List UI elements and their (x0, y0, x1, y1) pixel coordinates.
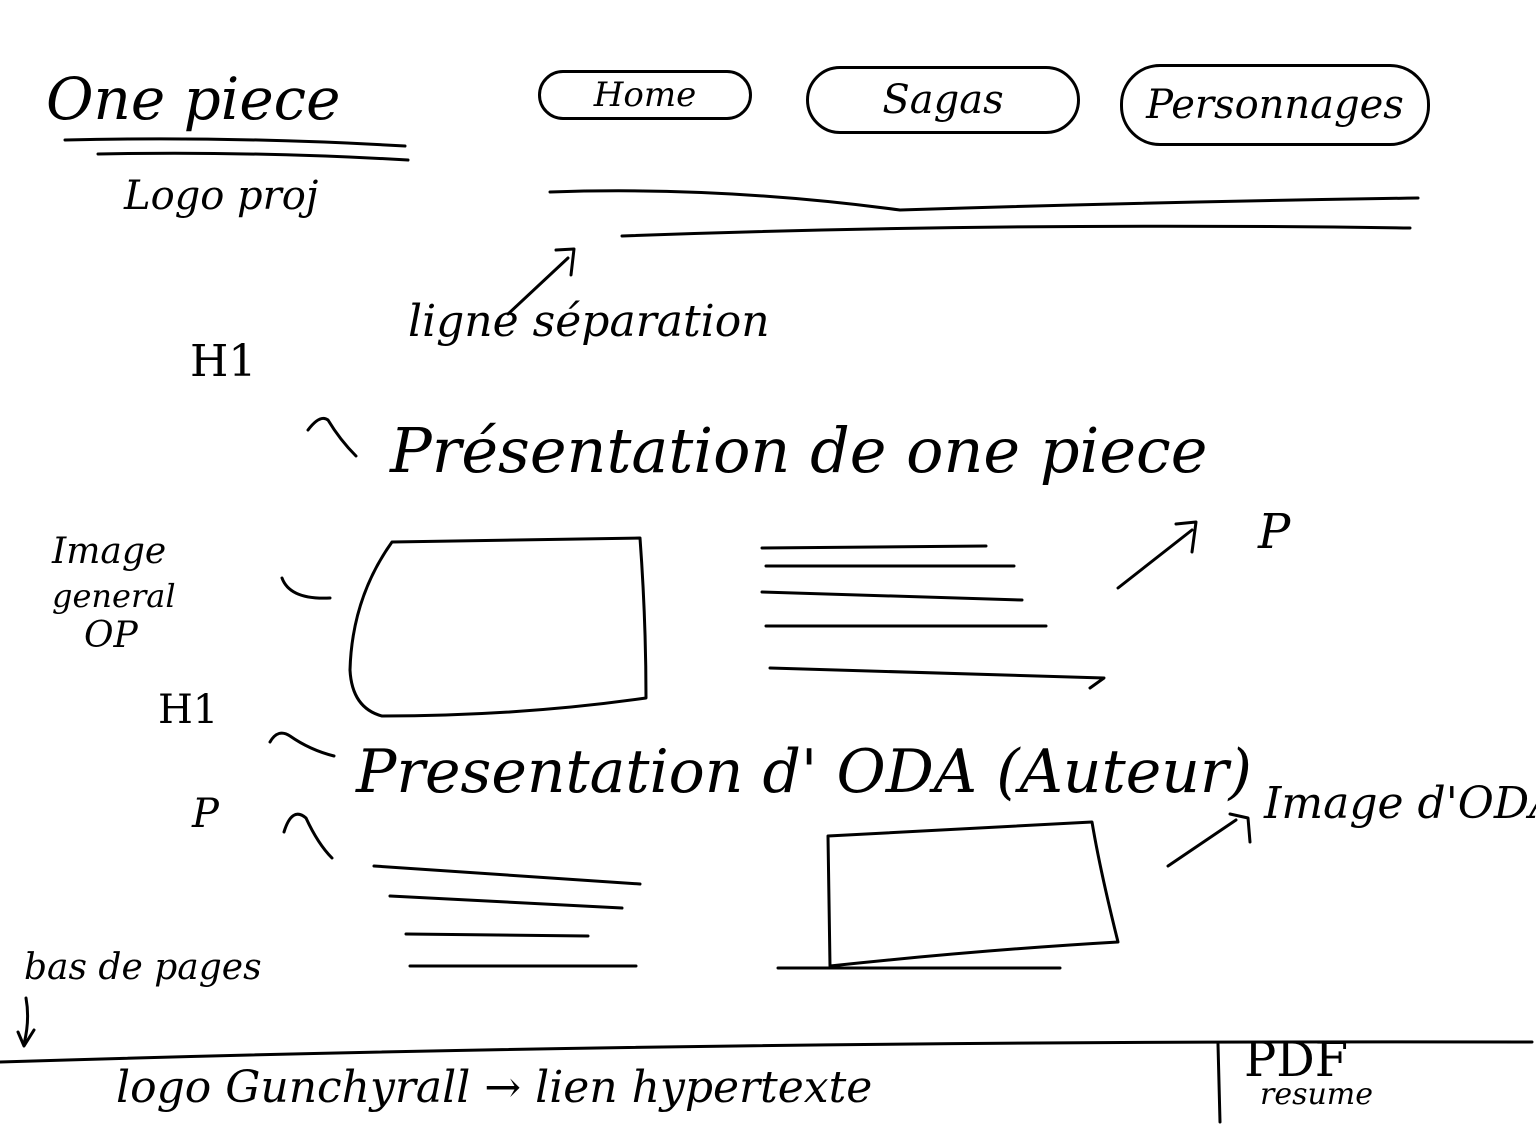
heading-oda: Presentation d' ODA (Auteur) (356, 737, 1252, 807)
p-arrow-a-head (1174, 520, 1198, 554)
separator-arrow-head (554, 247, 576, 277)
p-tag-annotation-b: P (192, 791, 219, 837)
nav-home-label: Home (593, 75, 697, 115)
p-tag-annotation-a: P (1258, 504, 1291, 560)
image-onepiece-box (348, 536, 648, 718)
p-line-a5 (768, 666, 1106, 690)
separator-annotation: ligne séparation (408, 296, 770, 347)
nav-personnages-button[interactable]: Personnages (1120, 64, 1430, 146)
h1-tag-annotation-b: H1 (158, 687, 219, 733)
nav-personnages-label: Personnages (1146, 82, 1404, 128)
footer-pdf-label[interactable]: PDF (1244, 1032, 1349, 1088)
footer-top-line (0, 1040, 1534, 1064)
page-bottom-arrow-head (16, 1028, 36, 1048)
image-onepiece-annotation-line1: Image (52, 531, 167, 572)
h1-tag-annotation-a: H1 (190, 336, 257, 387)
nav-home-button[interactable]: Home (538, 70, 752, 120)
p-line-a1 (760, 544, 988, 550)
title-underline (63, 137, 407, 148)
h1-arrow-a (306, 416, 358, 458)
p-line-b1 (372, 864, 642, 886)
p-line-a3 (760, 590, 1024, 602)
p-line-b2 (388, 894, 624, 910)
image-oda-box (826, 820, 1120, 968)
separator-arrow (506, 256, 570, 316)
image-arrow-b-head (1228, 812, 1252, 844)
header-separator-line (548, 189, 1420, 212)
image-onepiece-annotation-line3: OP (84, 615, 138, 656)
image-arrow-b (1166, 818, 1238, 868)
logo-label: Logo proj (124, 173, 319, 219)
nav-sagas-label: Sagas (882, 77, 1004, 123)
footer-pdf-sub: resume (1260, 1077, 1374, 1112)
site-title: One piece (46, 65, 341, 133)
title-underline-2 (96, 151, 410, 162)
footer-pdf-divider (1216, 1042, 1222, 1124)
image-arrow-a (280, 576, 332, 600)
h1-arrow-b (268, 731, 336, 758)
header-separator-line-2 (620, 224, 1412, 238)
footer-logo-link[interactable]: logo Gunchyrall → lien hypertexte (116, 1062, 873, 1113)
image-onepiece-annotation-line2: general (52, 577, 176, 615)
p-line-b3 (404, 932, 590, 938)
page-bottom-annotation: bas de pages (24, 947, 262, 988)
page-bottom-arrow (22, 996, 30, 1046)
image-oda-annotation: Image d'ODA (1264, 778, 1536, 829)
nav-sagas-button[interactable]: Sagas (806, 66, 1080, 134)
heading-onepiece: Présentation de one piece (390, 414, 1208, 487)
p-arrow-b (282, 812, 334, 860)
p-arrow-a (1116, 528, 1194, 590)
